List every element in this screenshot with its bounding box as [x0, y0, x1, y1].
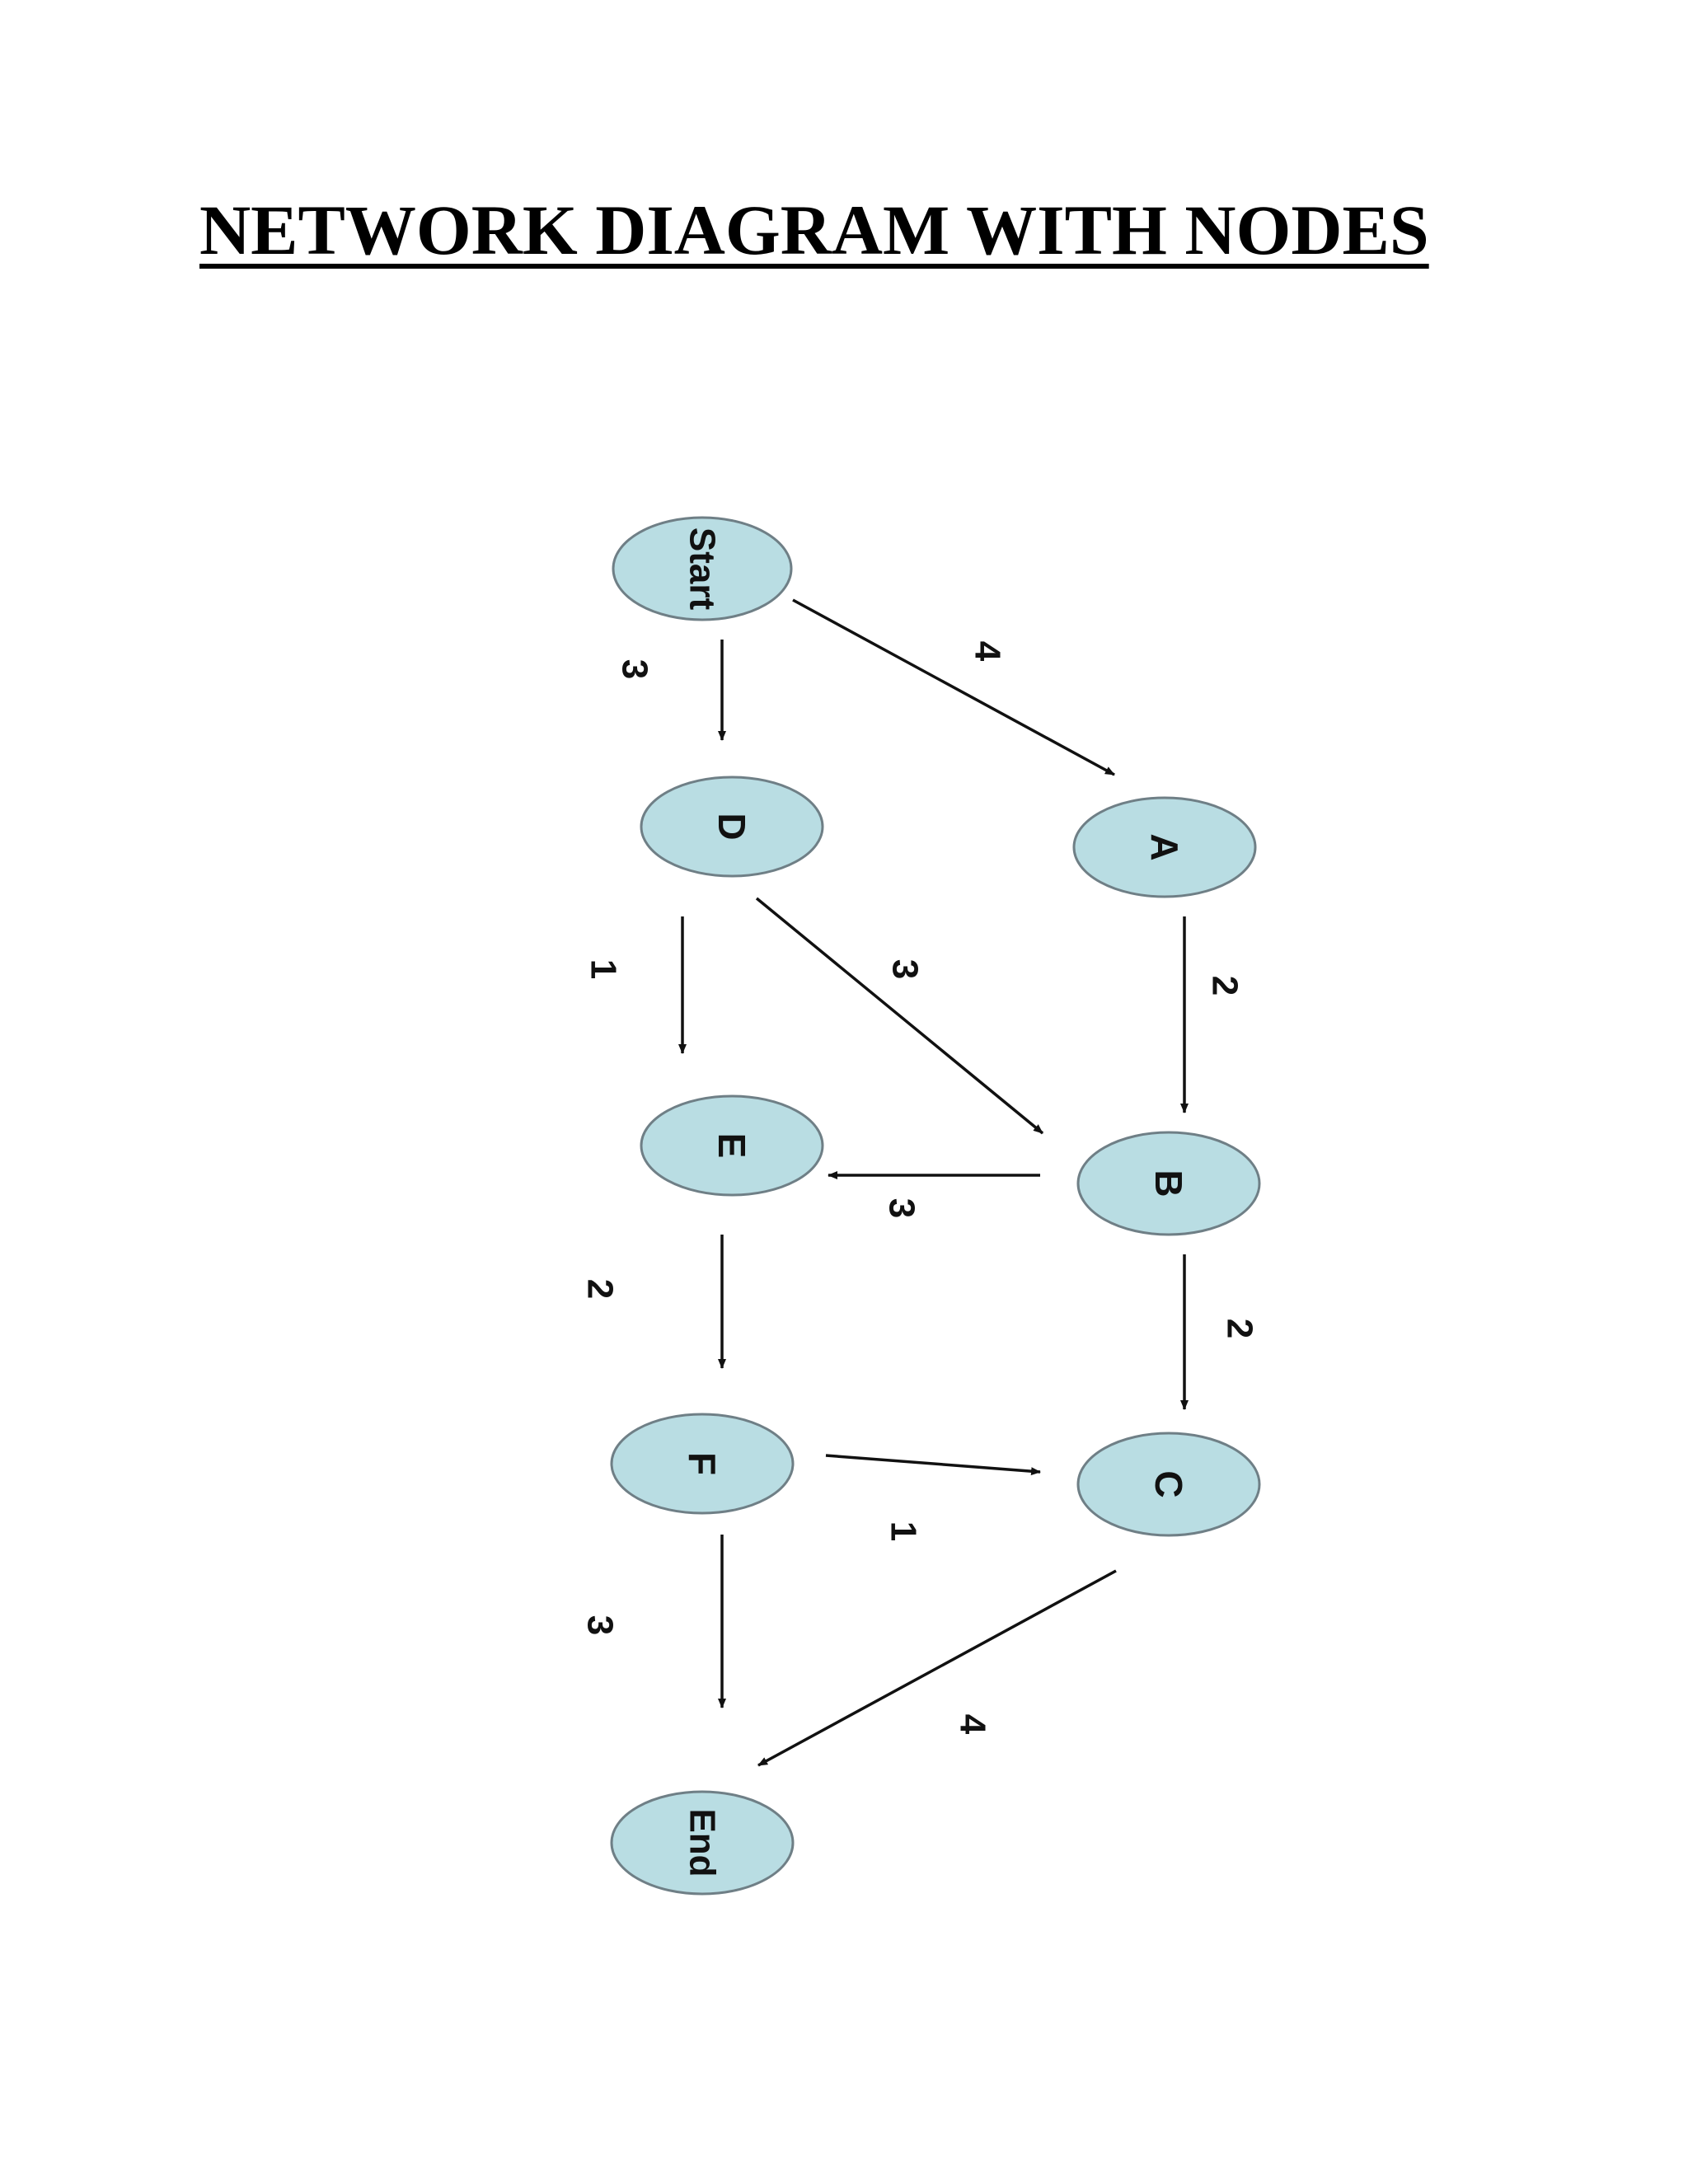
node-f: F: [610, 1413, 795, 1515]
node-start-circle: [612, 516, 793, 621]
node-c: C: [1076, 1432, 1261, 1537]
node-e: E: [640, 1094, 824, 1197]
node-start-label: Start: [682, 527, 723, 611]
edge-arrow-c-to-end: [757, 1569, 1117, 1767]
node-start: Start: [612, 516, 793, 621]
edge-weight-start-to-d: 3: [615, 659, 655, 679]
node-c-circle: [1076, 1432, 1261, 1537]
node-f-circle: [610, 1413, 795, 1515]
edge-weight-d-to-e: 1: [584, 959, 624, 979]
page-title: NETWORK DIAGRAM WITH NODES: [199, 190, 1429, 269]
edge-weight-e-to-f: 2: [580, 1279, 621, 1299]
node-a-circle: [1072, 796, 1257, 898]
edge-weight-b-to-c: 2: [1220, 1319, 1260, 1338]
node-f-label: F: [681, 1452, 724, 1475]
node-b-circle: [1076, 1131, 1261, 1236]
edge-weight-f-to-c: 1: [884, 1521, 924, 1541]
edge-weight-start-to-a: 4: [968, 641, 1008, 662]
node-a-label: A: [1143, 833, 1186, 860]
edge-weight-c-to-end: 4: [953, 1714, 993, 1735]
edge-weight-a-to-b: 2: [1205, 976, 1245, 996]
node-e-circle: [640, 1094, 824, 1197]
node-e-label: E: [710, 1133, 753, 1159]
edge-weight-f-to-end: 3: [580, 1615, 621, 1635]
edge-weight-d-to-b: 3: [885, 959, 926, 979]
edge-arrow-start-to-a: [792, 598, 1115, 776]
node-a: A: [1072, 796, 1257, 898]
node-b: B: [1076, 1131, 1261, 1236]
node-d-circle: [640, 776, 824, 878]
node-d-label: D: [710, 813, 753, 840]
edge-weight-b-to-e: 3: [882, 1198, 922, 1218]
node-d: D: [640, 776, 824, 878]
node-b-label: B: [1147, 1169, 1190, 1197]
node-end: End: [610, 1790, 795, 1896]
edge-arrow-f-to-c: [825, 1454, 1041, 1476]
node-end-label: End: [682, 1808, 723, 1877]
node-c-label: C: [1147, 1470, 1190, 1497]
node-end-circle: [610, 1790, 795, 1896]
edge-arrow-d-to-b: [755, 897, 1044, 1135]
